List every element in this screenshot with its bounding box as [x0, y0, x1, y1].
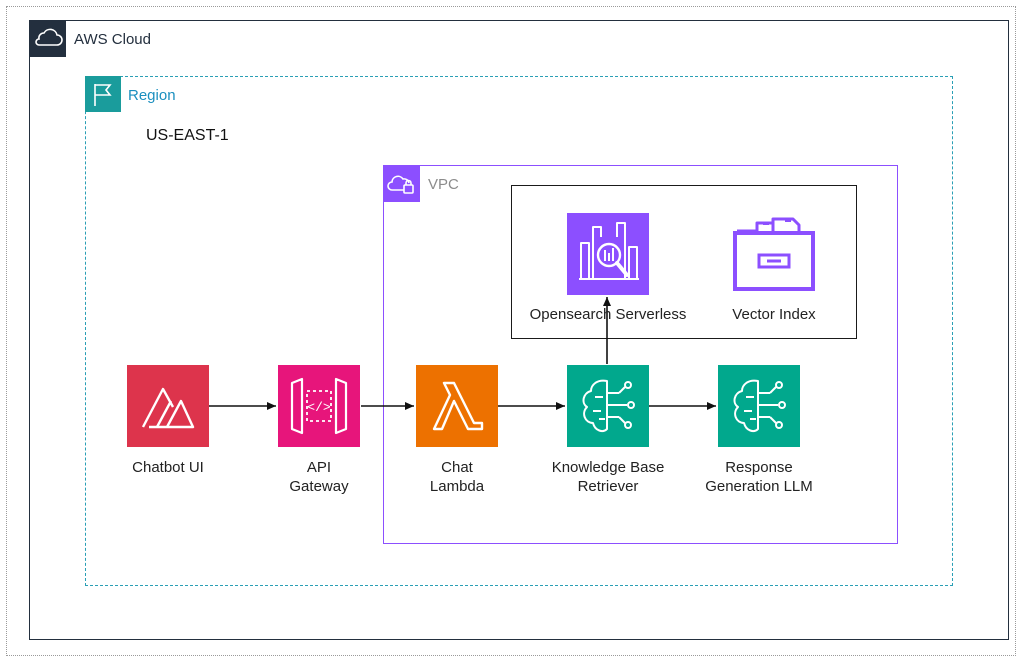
- chatbot-ui-service: [127, 365, 209, 447]
- flag-icon: [85, 76, 121, 112]
- response-llm-service: [718, 365, 800, 447]
- cloud-icon: [30, 21, 66, 57]
- bedrock-brain-icon: [718, 365, 800, 447]
- aws-cloud-group: AWS Cloud: [29, 20, 1009, 640]
- chat-lambda-service: [416, 365, 498, 447]
- api-gateway-label: API Gateway: [289, 459, 349, 495]
- vector-index-service: [733, 211, 815, 293]
- api-gateway-service: </>: [278, 365, 360, 447]
- lambda-icon: [416, 365, 498, 447]
- api-gateway-icon: </>: [278, 365, 360, 447]
- vpc-group: VPC: [383, 165, 898, 544]
- aws-cloud-label: AWS Cloud: [74, 31, 151, 48]
- chat-lambda-label: Chat Lambda: [429, 459, 485, 495]
- vector-index-label: Vector Index: [732, 306, 816, 323]
- knowledge-store-box: [511, 185, 857, 339]
- bedrock-brain-icon: [567, 365, 649, 447]
- region-group: Region: [85, 76, 953, 586]
- svg-text:</>: </>: [307, 400, 331, 415]
- file-cabinet-icon: [733, 211, 815, 293]
- vpc-cloud-lock-icon: [384, 166, 420, 202]
- response-llm-label: Response Generation LLM: [705, 459, 813, 495]
- chatbot-ui-label: Chatbot UI: [132, 459, 204, 476]
- outer-frame: [6, 6, 1016, 656]
- kb-retriever-service: [567, 365, 649, 447]
- amplify-icon: [127, 365, 209, 447]
- region-name: US-EAST-1: [146, 127, 229, 144]
- opensearch-icon: [567, 213, 649, 295]
- region-label: Region: [128, 87, 176, 104]
- vpc-label: VPC: [428, 176, 459, 193]
- opensearch-service: [567, 213, 649, 295]
- opensearch-label: Opensearch Serverless: [529, 306, 687, 323]
- kb-retriever-label: Knowledge Base Retriever: [551, 459, 665, 495]
